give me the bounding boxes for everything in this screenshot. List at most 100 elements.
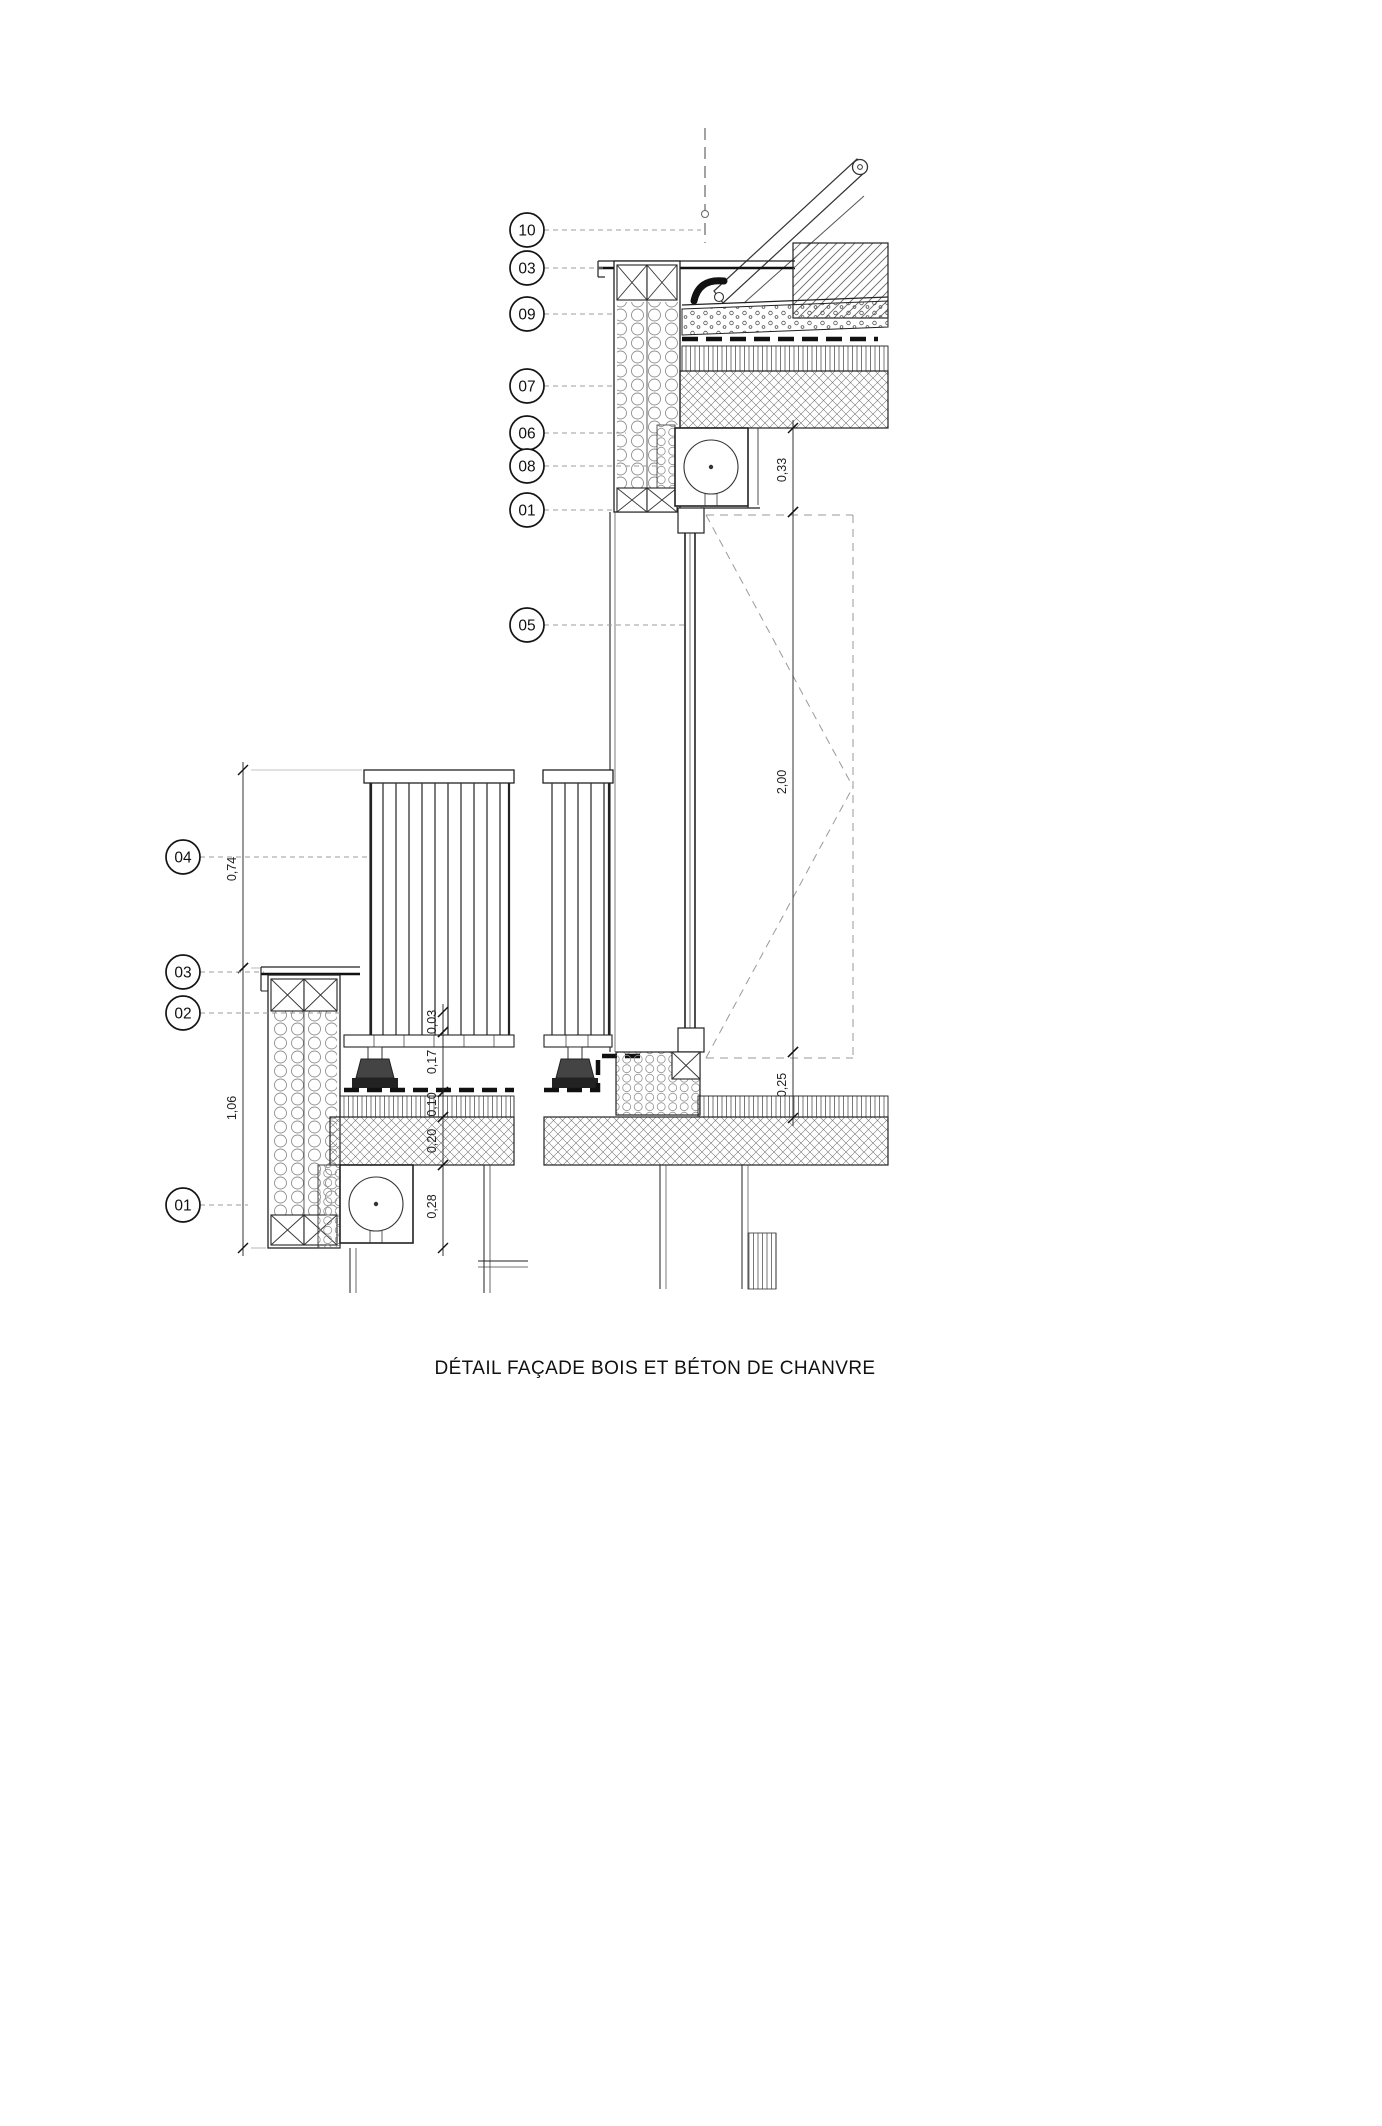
upper-detail [597, 128, 889, 1059]
callout-06: 06 [509, 415, 626, 451]
dimension-label: 0,33 [775, 458, 789, 482]
callout-label: 10 [518, 223, 536, 240]
dimension-label: 0,10 [425, 1092, 439, 1116]
wall-insulation-hatch [617, 425, 657, 490]
deck-pedestal [352, 1046, 398, 1088]
callout-label: 02 [174, 1006, 191, 1023]
wood-member [616, 264, 648, 301]
wood-member [671, 1051, 701, 1080]
below-frame-lines-left [349, 1165, 528, 1293]
callout-02: 02 [165, 995, 340, 1031]
callout-10: 10 [509, 212, 701, 248]
upper-wall-assembly [613, 260, 681, 513]
dimension-label: 0,74 [225, 857, 239, 881]
window-swing-symbol [705, 514, 854, 1059]
callout-03: 03 [509, 250, 606, 286]
balusters [546, 783, 610, 1035]
roof-buildup [679, 242, 889, 429]
dimension-label: 0,20 [425, 1129, 439, 1153]
callout-circle [509, 448, 545, 484]
callout-circle [165, 1187, 201, 1223]
callout-circle [165, 954, 201, 990]
window-head-frame [677, 507, 705, 534]
dimension-2,00: 2,00 [775, 504, 799, 1060]
sill-block [615, 1051, 701, 1116]
gravel-layer-hatch [681, 300, 889, 336]
dimension-label: 0,25 [775, 1073, 789, 1097]
wood-member [270, 1214, 305, 1246]
hemp-concrete-slab-hatch [329, 1116, 515, 1166]
callout-01: 01 [509, 492, 618, 528]
extension-lines [251, 769, 362, 1249]
dimension-label: 0,17 [425, 1050, 439, 1074]
wood-member [303, 978, 338, 1012]
wood-member [646, 264, 678, 301]
drawing-title: DÉTAIL FAÇADE BOIS ET BÉTON DE CHANVRE [434, 1358, 876, 1379]
callout-07: 07 [509, 368, 612, 404]
dimension-label: 1,06 [225, 1096, 239, 1120]
dimension-label: 2,00 [775, 770, 789, 794]
callout-01: 01 [165, 1187, 248, 1223]
callout-label: 04 [174, 850, 192, 867]
hinge-bracket [690, 277, 728, 305]
callout-08: 08 [509, 448, 660, 484]
wood-member [646, 487, 678, 513]
callout-label: 07 [518, 379, 535, 396]
callout-04: 04 [165, 839, 370, 875]
callout-circle [165, 995, 201, 1031]
callout-05: 05 [509, 607, 686, 643]
dimension-0,33: 0,33 [775, 420, 799, 520]
balustrade-right [542, 769, 614, 1035]
callout-circle [509, 250, 545, 286]
hemp-concrete-slab-hatch [679, 370, 889, 429]
handrail [542, 769, 614, 784]
wood-member [270, 978, 305, 1012]
dimension-1,06: 1,06 [225, 960, 249, 1256]
handrail [363, 769, 515, 784]
deck-boards-left [343, 1034, 515, 1048]
callout-label: 03 [174, 965, 191, 982]
parapet-flashing [260, 966, 360, 992]
callout-circle [165, 839, 201, 875]
dimension-label: 0,28 [425, 1194, 439, 1218]
dimension-0,74: 0,74 [225, 762, 249, 976]
callout-label: 06 [518, 426, 535, 443]
callout-circle [509, 368, 545, 404]
roller-blind-box-upper [674, 427, 749, 507]
window-sill-frame [677, 1027, 705, 1053]
wood-member [616, 487, 648, 513]
lower-right-detail [542, 769, 889, 1290]
insulation-strip [317, 1164, 341, 1249]
callout-circle [509, 212, 545, 248]
callout-03: 03 [165, 954, 264, 990]
callout-label: 01 [174, 1198, 191, 1215]
board-layer-hatch [681, 345, 889, 372]
wall-insulation-hatch [617, 302, 680, 425]
roller-blind-box-lower [339, 1164, 414, 1244]
axis-marker [701, 210, 709, 218]
below-frame-lines-right [659, 1165, 777, 1290]
callout-label: 03 [518, 261, 535, 278]
deck-pedestal [552, 1046, 598, 1088]
dimension-0,25: 0,25 [775, 1044, 799, 1126]
dimension-0,28: 0,28 [425, 1157, 449, 1256]
deck-boards-right [543, 1034, 613, 1048]
callout-circle [509, 296, 545, 332]
callout-label: 09 [518, 307, 535, 324]
dimensions-layer: 0,33 2,00 0,25 0,74 1,06 0,03 0,17 0,10 0,20 0,28 [225, 420, 799, 1256]
callout-09: 09 [509, 296, 616, 332]
lower-left-detail [251, 769, 528, 1293]
callout-circle [509, 607, 545, 643]
dimension-label: 0,03 [425, 1010, 439, 1034]
balustrade-left [363, 769, 515, 1035]
hemp-concrete-slab-hatch [543, 1116, 889, 1166]
callout-label: 08 [518, 459, 535, 476]
membrane-line [544, 1053, 648, 1093]
callout-label: 05 [518, 618, 535, 635]
callouts-layer: 10 03 09 07 06 08 01 05 04 03 02 01 [165, 212, 701, 1223]
callout-label: 01 [518, 503, 535, 520]
balusters [368, 783, 512, 1035]
callout-circle [509, 492, 545, 528]
